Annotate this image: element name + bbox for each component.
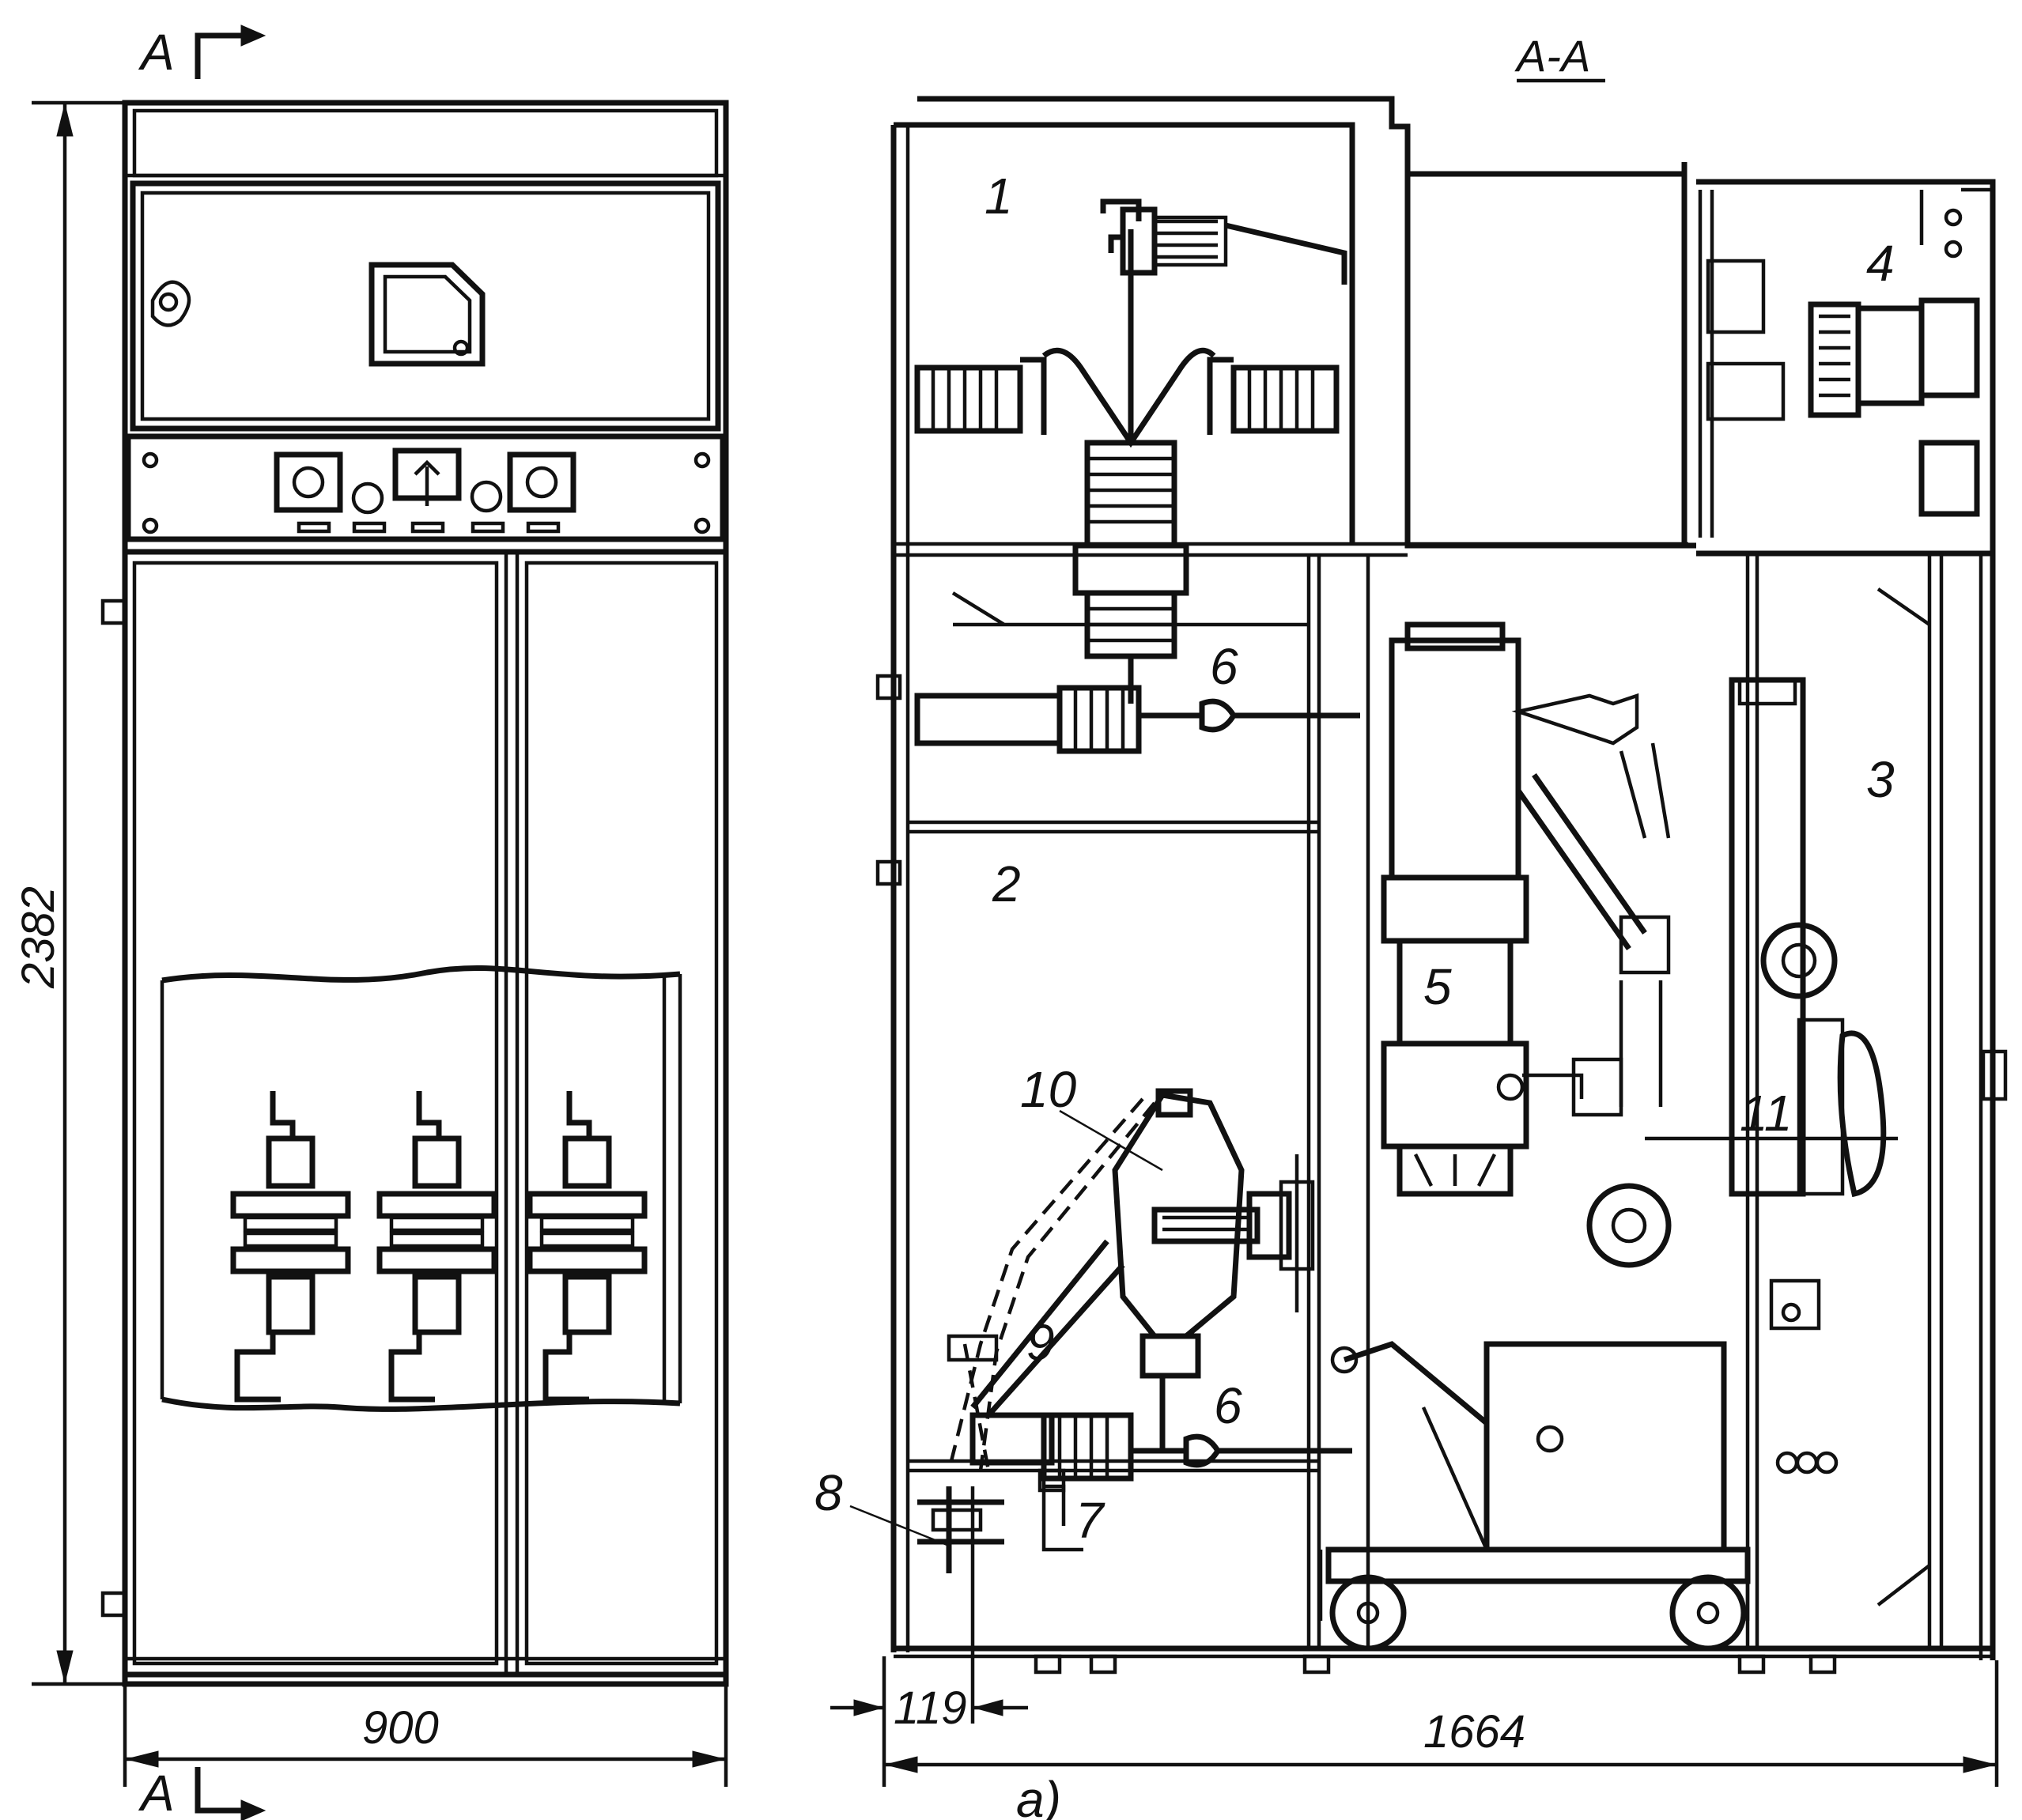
dimension-width [123,1684,728,1787]
label-11: 11 [1740,1085,1792,1142]
dimension-offset-value: 119 [894,1682,966,1734]
door-hinges [100,598,127,1618]
breaker-unit [1381,621,1671,1197]
label-3: 3 [1866,751,1895,808]
meter-window [368,262,486,367]
label-1: 1 [985,168,1013,225]
label-5: 5 [1423,958,1452,1015]
label-10: 10 [1020,1061,1077,1118]
dimension-height-value: 2382 [13,886,64,989]
base-feet [1034,1654,1837,1675]
label-6-upper: 6 [1210,638,1238,695]
insulator-unit-1 [230,1091,351,1403]
current-transformer [1112,1088,1315,1379]
upper-contact [914,685,1360,754]
lower-contact [1041,1376,1352,1482]
section-mark-top: A [138,24,175,81]
label-7: 7 [1075,1492,1105,1549]
control-devices [142,447,711,534]
label-9: 9 [1026,1314,1055,1371]
label-4: 4 [1866,235,1895,292]
label-8: 8 [814,1464,843,1521]
dimension-offset [830,1486,1028,1724]
section-title: A-A [1514,31,1590,81]
front-cabinet-outline [122,100,729,1687]
lock-icon [150,280,191,327]
dimension-height [32,100,125,1686]
insulator-unit-3 [527,1091,648,1403]
section-arrow-top-icon [195,25,266,79]
mechanism-unit [1586,677,1898,1475]
busbar-assembly [914,198,1347,704]
relay-cabinet [1698,187,1993,538]
insulator-unit-2 [376,1091,497,1403]
breaker-truck [1318,1341,1751,1652]
dimension-width-value: 900 [362,1702,439,1754]
earthing-mechanism [917,1097,1156,1573]
dimension-depth [882,1656,1999,1787]
dimension-depth-value: 1664 [1423,1706,1525,1758]
figure-caption: a) [1016,1771,1061,1820]
front-view: A [13,24,729,1820]
section-view: A-A [814,31,2008,1820]
section-arrow-bottom-icon [195,1767,266,1820]
section-mark-bottom: A [138,1765,175,1820]
cutaway-insulators [160,965,682,1412]
label-6-lower: 6 [1214,1377,1242,1434]
label-2: 2 [992,855,1021,912]
